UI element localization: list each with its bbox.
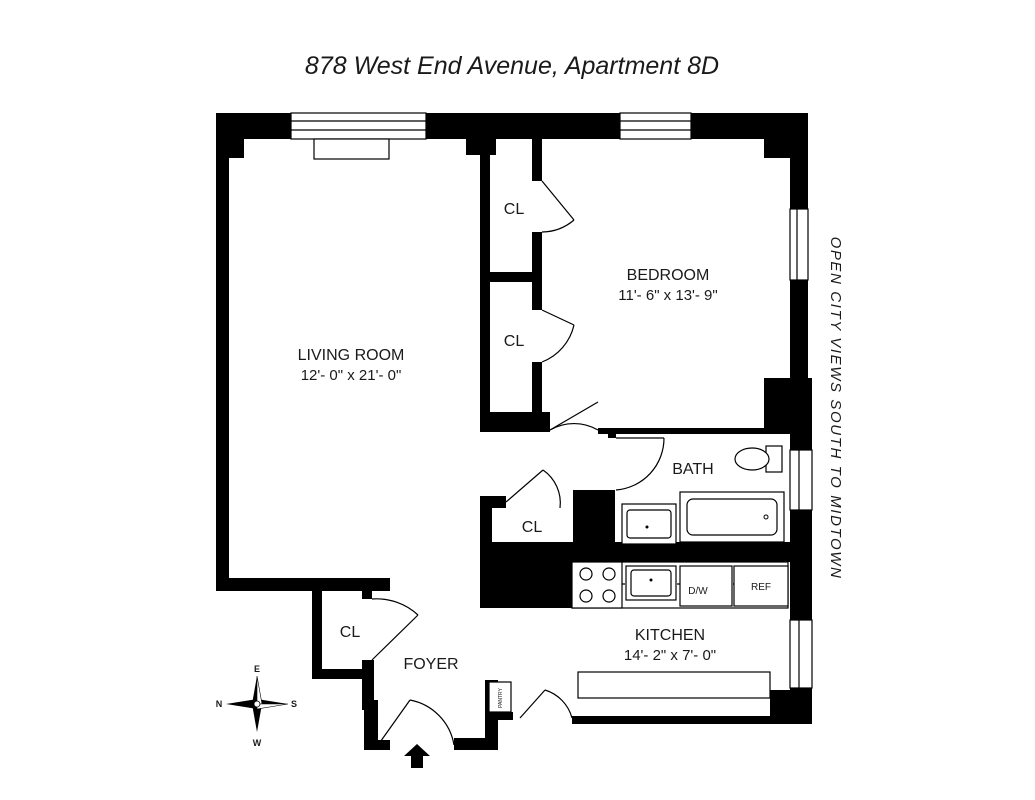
refrigerator — [733, 565, 789, 607]
bedroom-dimensions: 11'- 6" x 13'- 9" — [618, 287, 717, 304]
living-room-dimensions: 12'- 0" x 21'- 0" — [301, 367, 402, 384]
bath-fixtures — [621, 445, 785, 545]
kitchen-label: KITCHEN — [635, 627, 705, 644]
bath-label: BATH — [672, 461, 713, 478]
kitchen-dimensions: 14'- 2" x 7'- 0" — [624, 647, 716, 664]
compass-west: W — [253, 738, 262, 748]
closet-label-4: CL — [340, 624, 361, 641]
compass-north: N — [216, 699, 223, 709]
stove — [571, 561, 623, 609]
entry-arrow-icon — [404, 744, 430, 768]
plan-title: 878 West End Avenue, Apartment 8D — [305, 52, 719, 80]
pantry — [488, 681, 512, 713]
closet-label-1: CL — [504, 201, 525, 218]
compass-rose-icon: E W N S — [216, 664, 297, 748]
living-room-label: LIVING ROOM — [298, 347, 405, 364]
foyer-label: FOYER — [403, 656, 458, 673]
kitchen-fixtures — [488, 561, 789, 713]
refrigerator-label: REF — [751, 582, 771, 593]
dishwasher — [679, 565, 733, 607]
bedroom-label: BEDROOM — [627, 267, 710, 284]
kitchen-cabinet — [577, 671, 771, 699]
pantry-label: PANTRY — [498, 687, 504, 707]
bath-sink — [621, 503, 677, 545]
toilet-bowl — [734, 447, 770, 471]
radiator — [313, 138, 390, 160]
kitchen-sink — [625, 565, 677, 601]
compass-south: S — [291, 699, 297, 709]
closet-label-2: CL — [504, 333, 525, 350]
doors — [371, 180, 665, 746]
dishwasher-label: D/W — [688, 586, 708, 597]
walls — [216, 113, 812, 750]
bathtub — [679, 491, 785, 543]
closet-label-3: CL — [522, 519, 543, 536]
side-note: OPEN CITY VIEWS SOUTH TO MIDTOWN — [827, 237, 844, 580]
windows — [290, 112, 813, 689]
compass-east: E — [254, 664, 260, 674]
